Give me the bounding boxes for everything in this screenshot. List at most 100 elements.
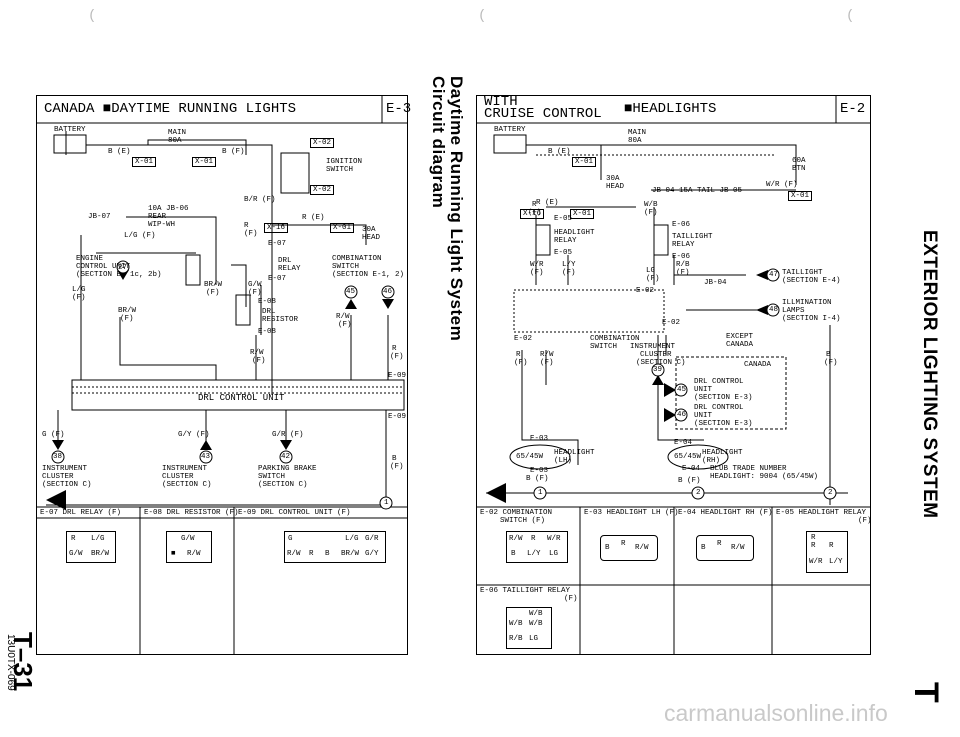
- lamp-watt: 65/45W: [674, 453, 702, 461]
- pin: L/G: [91, 535, 105, 543]
- wire-label: (F): [824, 359, 838, 367]
- ecu-label: ENGINE: [76, 255, 104, 263]
- document-id: 13U0TX-069: [5, 634, 16, 691]
- combi-label: COMBINATION: [590, 335, 640, 343]
- connector-id: E-05: [554, 215, 573, 223]
- pin: G/W: [69, 550, 83, 558]
- connector-id: E-04: [674, 439, 693, 447]
- drl-label: (SECTION E-3): [694, 394, 753, 402]
- wire-label: B: [826, 351, 831, 359]
- connector-face-e07: R L/G G/W BR/W: [66, 531, 116, 563]
- pin: R: [621, 540, 626, 548]
- pin: G/Y: [365, 550, 379, 558]
- fuse-label: HEAD: [606, 183, 625, 191]
- wire-label: W/R (F): [766, 181, 798, 189]
- fuse-label: 30A: [606, 175, 620, 183]
- connector-id: E-07: [268, 240, 287, 248]
- right-code: E-2: [840, 101, 866, 117]
- ignition-label: IGNITION: [326, 158, 363, 166]
- bulb-label: BLUB TRADE NUMBER: [710, 465, 787, 473]
- connector-id: E-04: [682, 465, 701, 473]
- battery-label: BATTERY: [54, 126, 86, 134]
- connector-id: E-06: [672, 221, 691, 229]
- pin: LG: [529, 635, 539, 643]
- wire-label: R (E): [536, 199, 559, 207]
- drl-label: UNIT: [694, 386, 713, 394]
- wire-label: L/G (F): [124, 232, 156, 240]
- connector-title: E-07 DRL RELAY (F): [40, 509, 122, 517]
- resistor-label: DRL: [262, 308, 276, 316]
- connector-tag: X-01: [788, 191, 813, 201]
- connector-title: E-03 HEADLIGHT LH (F): [584, 509, 679, 517]
- wire-label: B (F): [678, 477, 701, 485]
- pin: R: [71, 535, 76, 543]
- wire-label: L/Y: [562, 261, 576, 269]
- wire-label: R/W: [336, 313, 350, 321]
- wire-label: (F): [390, 463, 404, 471]
- wire-label: R: [532, 201, 537, 209]
- pin: L/Y: [527, 550, 541, 558]
- connector-title: E-06 TAILLIGHT RELAY: [480, 587, 571, 595]
- relay-label: RELAY: [554, 237, 577, 245]
- connector-title: (F): [858, 517, 872, 525]
- wire-label: W/B: [644, 201, 658, 209]
- relay-label: HEADLIGHT: [554, 229, 595, 237]
- ill-label: (SECTION I-4): [782, 315, 841, 323]
- drl-label: UNIT: [694, 412, 713, 420]
- wire-label: R: [244, 222, 249, 230]
- connector-title: E-05 HEADLIGHT RELAY: [776, 509, 867, 517]
- pin: R: [811, 534, 816, 542]
- pin-number: 39: [653, 366, 663, 374]
- wire-label: G/W: [248, 281, 262, 289]
- pin-number: 45: [346, 288, 356, 296]
- pin: B: [701, 544, 706, 552]
- wire-label: B (F): [526, 475, 549, 483]
- pb-label: SWITCH: [258, 473, 286, 481]
- connector-face-e09: G L/G G/R R/W R B BR/W G/Y: [284, 531, 386, 563]
- wire-label: (F): [338, 321, 352, 329]
- connector-tag: X-01: [192, 157, 217, 167]
- connector-title: (F): [564, 595, 578, 603]
- pin-number: 38: [53, 453, 63, 461]
- ic-label: CLUSTER: [640, 351, 672, 359]
- connector-face-e06: W/B W/B W/B R/B LG: [506, 607, 552, 649]
- fuse-label: WIP-WH: [148, 221, 176, 229]
- combi-label: COMBINATION: [332, 255, 382, 263]
- combi-label: SWITCH: [332, 263, 360, 271]
- ic-label: CLUSTER: [42, 473, 74, 481]
- lamp-label: HEADLIGHT: [702, 449, 743, 457]
- pin: B: [511, 550, 516, 558]
- pin: R: [829, 542, 834, 550]
- connector-tag: X-02: [310, 185, 335, 195]
- connector-id: E-09: [388, 372, 407, 380]
- connector-face-e05: R R R W/R L/Y: [806, 531, 848, 573]
- drl-control-unit-label: DRL CONTROL UNIT: [198, 393, 285, 403]
- wire-label: B (E): [548, 148, 571, 156]
- connector-id: E-08: [258, 298, 277, 306]
- pin: W/R: [809, 558, 823, 566]
- wire-label: R/W: [250, 349, 264, 357]
- right-title-3: ■HEADLIGHTS: [624, 101, 717, 117]
- ground-number: 2: [696, 489, 701, 497]
- main-fuse-label: MAIN: [168, 129, 187, 137]
- wire-label: R/W: [540, 351, 554, 359]
- left-diagram: [36, 95, 408, 655]
- connector-id: E-05: [554, 249, 573, 257]
- junction-label: JB-07: [88, 213, 111, 221]
- pb-label: (SECTION C): [258, 481, 308, 489]
- wire-label: G/R (F): [272, 431, 304, 439]
- ill-label: LAMPS: [782, 307, 805, 315]
- side-title-1: Daytime Running Light System: [447, 76, 466, 342]
- connector-title: E-04 HEADLIGHT RH (F): [678, 509, 773, 517]
- pin: B: [325, 550, 330, 558]
- wire-label: G (F): [42, 431, 65, 439]
- pin: R: [811, 542, 816, 550]
- pin: G: [288, 535, 293, 543]
- fuse-label: 30A: [362, 226, 376, 234]
- pin: L/Y: [829, 558, 843, 566]
- connector-id: E-08: [258, 328, 277, 336]
- connector-face-e04: B R R/W: [696, 535, 754, 561]
- pin: BR/W: [91, 550, 110, 558]
- pin-number: 45: [677, 386, 687, 394]
- drl-label: DRL CONTROL: [694, 404, 744, 412]
